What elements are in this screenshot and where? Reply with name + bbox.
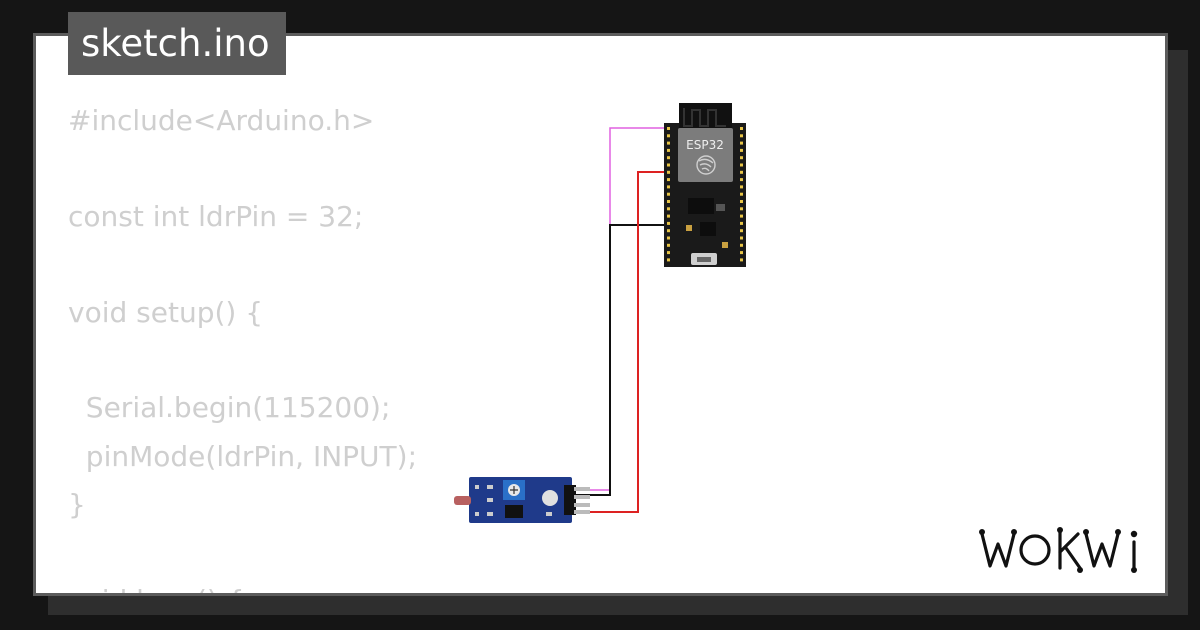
- board-pin: [667, 148, 670, 152]
- board-pin: [667, 178, 670, 182]
- wire-ground: [575, 224, 668, 496]
- right-pin-header: [740, 127, 743, 262]
- board-pin: [667, 163, 670, 167]
- code-line-5: pinMode(ldrPin, INPUT);: [68, 440, 418, 473]
- smd-part: [686, 225, 692, 231]
- board-pin: [667, 221, 670, 225]
- smd-part: [487, 485, 493, 489]
- board-pin: [667, 156, 670, 160]
- file-tab[interactable]: sketch.ino: [68, 12, 286, 75]
- board-pin: [740, 148, 743, 152]
- usb-port-opening: [697, 257, 711, 262]
- code-line-7: void loop() {: [68, 584, 245, 593]
- board-pin: [740, 192, 743, 196]
- smd-part: [546, 512, 552, 516]
- sensor-pin-header: [564, 485, 576, 515]
- wokwi-logo: [979, 527, 1138, 573]
- code-line-3: void setup() {: [68, 296, 264, 329]
- smd-part: [722, 242, 728, 248]
- wire-power: [575, 171, 668, 513]
- board-pin: [667, 214, 670, 218]
- antenna-trace-icon: [683, 108, 726, 127]
- board-pin: [740, 170, 743, 174]
- board-pin: [667, 192, 670, 196]
- board-pin: [740, 185, 743, 189]
- board-pin: [740, 221, 743, 225]
- smd-part: [487, 512, 493, 516]
- board-pin: [740, 127, 743, 130]
- sensor-pin: [574, 495, 590, 499]
- potentiometer-slot: [510, 486, 518, 494]
- sensor-pin: [574, 503, 590, 507]
- board-pin: [740, 229, 743, 233]
- board-pin: [667, 229, 670, 233]
- code-line-6: }: [68, 488, 86, 521]
- board-pin: [740, 200, 743, 203]
- sensor-pin: [574, 487, 590, 491]
- wire-signal: [609, 127, 668, 225]
- smd-part: [716, 204, 725, 211]
- board-pin: [740, 134, 743, 138]
- board-pin: [667, 141, 670, 145]
- ldr-sensor-module[interactable]: [454, 477, 590, 523]
- board-pin: [667, 258, 670, 262]
- code-line-1: #include<Arduino.h>: [68, 104, 375, 137]
- left-pin-header: [667, 127, 670, 262]
- preview-card: #include<Arduino.h> const int ldrPin = 3…: [33, 33, 1168, 596]
- espressif-logo-icon: [696, 155, 716, 175]
- esp32-module-shield: [678, 128, 733, 182]
- photoresistor-icon: [454, 496, 471, 505]
- board-pin: [667, 127, 670, 130]
- board-pin: [740, 141, 743, 145]
- board-pin: [667, 243, 670, 247]
- sensor-pin: [574, 510, 590, 514]
- board-pin: [740, 258, 743, 262]
- board-pin: [667, 236, 670, 240]
- code-line-2: const int ldrPin = 32;: [68, 200, 364, 233]
- board-pin: [740, 236, 743, 240]
- smd-part: [475, 485, 479, 489]
- esp32-board[interactable]: ESP32: [664, 103, 746, 267]
- board-pin: [667, 251, 670, 255]
- regulator-chip: [700, 222, 716, 236]
- board-pin: [740, 214, 743, 218]
- board-pin: [667, 185, 670, 189]
- indicator-led: [542, 490, 558, 506]
- board-pin: [667, 134, 670, 138]
- board-pin: [667, 170, 670, 174]
- board-pin: [740, 207, 743, 211]
- smd-part: [475, 512, 479, 516]
- board-pin: [740, 178, 743, 182]
- comparator-chip: [505, 505, 523, 518]
- smd-part: [487, 498, 493, 502]
- board-pin: [740, 251, 743, 255]
- board-pin: [667, 207, 670, 211]
- board-pin: [740, 163, 743, 167]
- code-line-4: Serial.begin(115200);: [68, 391, 391, 424]
- usb-uart-chip: [688, 198, 714, 214]
- board-pin: [740, 156, 743, 160]
- board-label: ESP32: [686, 138, 724, 152]
- board-pin: [740, 243, 743, 247]
- board-pin: [667, 200, 670, 203]
